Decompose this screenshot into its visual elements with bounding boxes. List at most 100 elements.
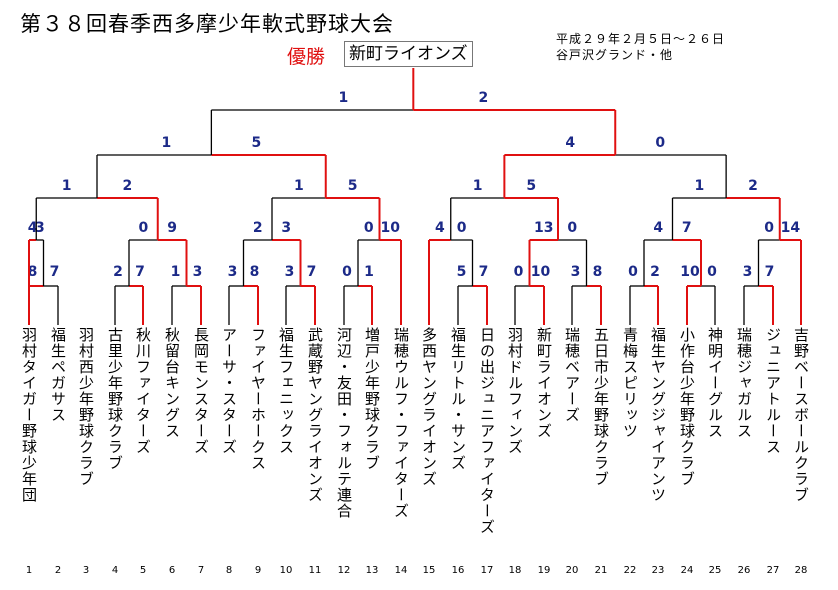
- team-number: 2: [54, 565, 62, 576]
- score-label: 10: [381, 220, 401, 236]
- score-label: 1: [162, 135, 172, 151]
- team-name: 武蔵野ヤングライオンズ: [306, 327, 324, 503]
- score-label: 1: [473, 178, 483, 194]
- score-label: 1: [171, 264, 181, 280]
- score-label: 14: [781, 220, 801, 236]
- score-label: 7: [135, 264, 145, 280]
- score-label: 1: [294, 178, 304, 194]
- score-label: 0: [139, 220, 149, 236]
- score-label: 0: [628, 264, 638, 280]
- score-label: 8: [28, 264, 38, 280]
- team-number: 20: [565, 565, 579, 576]
- score-label: 8: [250, 264, 260, 280]
- team-name: 羽村ドルフィンズ: [506, 327, 524, 455]
- score-label: 13: [534, 220, 553, 236]
- team-number: 6: [168, 565, 176, 576]
- team-number: 5: [139, 565, 147, 576]
- team-number: 8: [225, 565, 233, 576]
- team-name: ファイヤーホークス: [249, 327, 267, 471]
- score-label: 5: [457, 264, 467, 280]
- team-number: 24: [680, 565, 694, 576]
- score-label: 5: [252, 135, 262, 151]
- team-number: 10: [279, 565, 293, 576]
- score-label: 2: [123, 178, 133, 194]
- score-label: 3: [743, 264, 753, 280]
- team-number: 7: [197, 565, 205, 576]
- team-name: 福生ヤングジャイアンツ: [649, 327, 667, 503]
- team-number: 13: [365, 565, 379, 576]
- score-label: 8: [593, 264, 603, 280]
- score-label: 0: [764, 220, 774, 236]
- team-name: ジュニアトルース: [764, 327, 782, 455]
- team-name: 秋留台キングス: [163, 327, 181, 439]
- team-name: 新町ライオンズ: [535, 327, 553, 439]
- score-label: 2: [113, 264, 123, 280]
- team-number: 15: [422, 565, 436, 576]
- score-label: 1: [338, 90, 348, 106]
- team-number: 16: [451, 565, 465, 576]
- team-number: 23: [651, 565, 665, 576]
- team-number: 11: [308, 565, 322, 576]
- team-name: 福生ペガサス: [49, 327, 67, 423]
- team-name: 小作台少年野球クラブ: [678, 327, 696, 487]
- score-label: 0: [364, 220, 374, 236]
- team-name: 吉野ベースボールクラブ: [792, 327, 810, 503]
- team-number: 18: [508, 565, 522, 576]
- score-label: 4: [565, 135, 575, 151]
- score-label: 2: [478, 90, 488, 106]
- team-name: 河辺・友田・フォルテ連合: [335, 327, 353, 519]
- score-label: 1: [694, 178, 704, 194]
- score-label: 0: [342, 264, 352, 280]
- team-name: 福生リトル・サンズ: [449, 327, 467, 471]
- score-label: 10: [531, 264, 551, 280]
- score-label: 7: [479, 264, 489, 280]
- score-label: 2: [253, 220, 263, 236]
- score-label: 0: [655, 135, 665, 151]
- team-number: 21: [594, 565, 608, 576]
- team-name: 多西ヤングライオンズ: [420, 327, 438, 487]
- team-name: 秋川ファイターズ: [134, 327, 152, 455]
- team-name: 福生フェニックス: [277, 327, 295, 455]
- winner-team: 新町ライオンズ: [344, 41, 473, 67]
- score-label: 2: [748, 178, 758, 194]
- team-name: 神明イーグルス: [706, 327, 724, 439]
- score-label: 7: [50, 264, 60, 280]
- team-number: 14: [394, 565, 408, 576]
- team-number: 12: [337, 565, 351, 576]
- score-label: 7: [682, 220, 692, 236]
- team-number: 28: [794, 565, 808, 576]
- score-label: 7: [765, 264, 775, 280]
- page-title: 第３８回春季西多摩少年軟式野球大会: [20, 12, 394, 36]
- team-number: 17: [480, 565, 494, 576]
- team-name: 青梅スピリッツ: [621, 327, 639, 439]
- score-label: 7: [307, 264, 317, 280]
- team-name: 瑞穂ベアーズ: [563, 327, 581, 423]
- venue-text: 谷戸沢グランド・他: [556, 48, 674, 62]
- score-label: 5: [348, 178, 358, 194]
- score-label: 2: [650, 264, 660, 280]
- score-label: 3: [228, 264, 238, 280]
- team-name: 羽村タイガー野球少年団: [20, 327, 38, 503]
- winner-label: 優勝: [287, 46, 326, 68]
- team-name: 長岡モンスターズ: [192, 327, 210, 455]
- score-label: 9: [167, 220, 177, 236]
- team-number: 3: [82, 565, 90, 576]
- team-name: 羽村西少年野球クラブ: [77, 327, 95, 487]
- score-label: 0: [707, 264, 717, 280]
- score-label: 0: [567, 220, 577, 236]
- date-text: 平成２９年２月５日～２６日: [556, 32, 726, 46]
- score-label: 4: [435, 220, 445, 236]
- score-label: 1: [364, 264, 374, 280]
- team-number: 1: [25, 565, 33, 576]
- team-number: 22: [623, 565, 637, 576]
- team-name: 古里少年野球クラブ: [106, 327, 124, 471]
- team-name: 五日市少年野球クラブ: [592, 327, 610, 487]
- team-number: 19: [537, 565, 551, 576]
- team-name: 日の出ジュニアファイターズ: [478, 327, 496, 535]
- score-label: 1: [62, 178, 72, 194]
- team-number: 27: [766, 565, 780, 576]
- team-name: 瑞穂ジャガルス: [735, 327, 753, 439]
- team-name: 増戸少年野球クラブ: [363, 327, 381, 471]
